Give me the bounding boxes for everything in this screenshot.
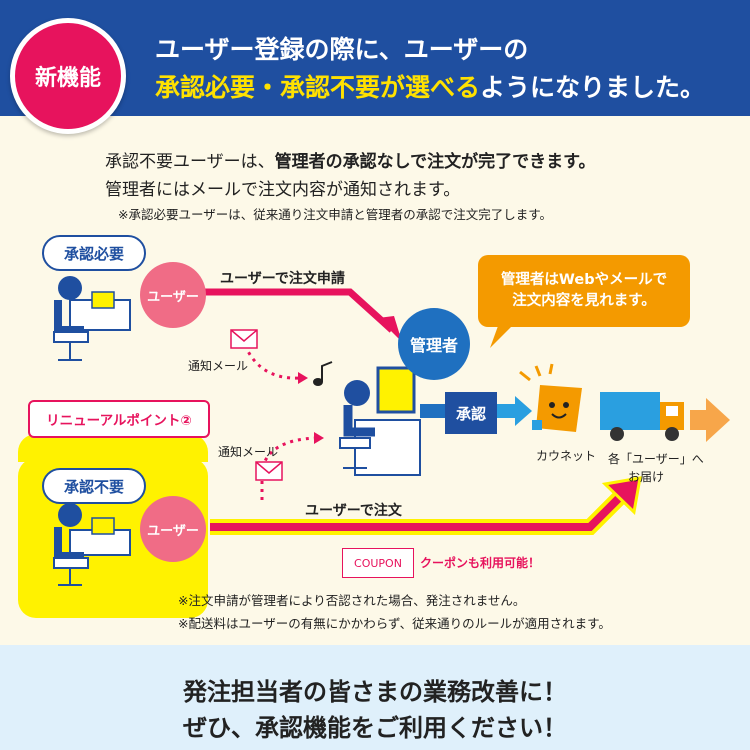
coupon-icon: COUPON — [342, 548, 414, 578]
notify-mail-label-2: 通知メール — [218, 445, 279, 459]
person-desk-icon-bottom — [53, 503, 131, 586]
intro-line1-b: 管理者の承認なしで注文が完了できます。 — [274, 152, 596, 172]
notify-dots-1-head — [298, 372, 308, 384]
approve-box: 承認 — [445, 392, 497, 434]
new-feature-badge: 新機能 — [10, 18, 126, 134]
order-arrow-outline — [210, 489, 628, 535]
intro-line1-a: 承認不要ユーザーは、 — [105, 152, 275, 172]
envelope-icon-2 — [255, 461, 283, 481]
renewal-strip — [18, 434, 208, 462]
callout-line1: 管理者はWebやメールで — [500, 271, 668, 288]
user-circle-top: ユーザー — [140, 262, 206, 328]
header-title-line2: 承認必要・承認不要が選べるようになりました。 — [155, 68, 705, 104]
footer-banner — [0, 645, 750, 750]
notify-dots-1 — [243, 344, 301, 380]
delivery-label-2: お届け — [628, 470, 665, 484]
admin-circle: 管理者 — [398, 308, 470, 380]
truck-icon — [600, 392, 684, 441]
user-circle-bottom: ユーザー — [140, 496, 206, 562]
order-arrow-head — [601, 476, 642, 516]
delivery-arrow-head — [706, 398, 730, 442]
intro-line3: ※承認必要ユーザーは、従来通り注文申請と管理者の承認で注文完了します。 — [118, 207, 552, 222]
intro-line1: 承認不要ユーザーは、管理者の承認なしで注文が完了できます。 — [105, 147, 595, 172]
notify-mail-label-1: 通知メール — [188, 359, 249, 373]
notify-dots-2-head — [314, 432, 324, 444]
callout-line2: 注文内容を見れます。 — [512, 293, 656, 309]
delivery-label-1: 各「ユーザー」へ — [608, 452, 704, 466]
order-label: ユーザーで注文 — [305, 503, 402, 519]
kaunet-label: カウネット — [536, 449, 597, 463]
approval-not-required-label: 承認不要 — [42, 468, 146, 504]
note-1: ※注文申請が管理者により否認された場合、発注されません。 — [178, 593, 526, 608]
order-request-label: ユーザーで注文申請 — [220, 271, 345, 287]
admin-callout: 管理者はWebやメールで 注文内容を見れます。 — [478, 255, 690, 327]
kaunet-mascot-icon — [519, 363, 582, 432]
header-highlight: 承認必要・承認不要が選べる — [155, 73, 481, 102]
order-request-arrow-head — [378, 316, 402, 342]
order-request-arrow — [205, 288, 395, 333]
music-note-icon — [313, 361, 333, 386]
order-arrow — [210, 494, 623, 531]
delivery-arrow-body — [690, 410, 708, 430]
callout-tail — [490, 326, 512, 348]
note-2: ※配送料はユーザーの有無にかかわらず、従来通りのルールが適用されます。 — [178, 616, 611, 631]
approve-arrow-right — [497, 404, 517, 418]
footer-line1: 発注担当者の皆さまの業務改善に！ — [183, 678, 567, 706]
footer-line2: ぜひ、承認機能をご利用ください！ — [183, 714, 567, 742]
renewal-point-label: リニューアルポイント② — [28, 400, 210, 438]
admin-computer-icon — [339, 366, 421, 476]
header-title-line1: ユーザー登録の際に、ユーザーの — [155, 35, 529, 64]
person-desk-icon-top — [53, 276, 131, 361]
approve-arrow-left — [420, 404, 448, 418]
approve-arrow-head — [515, 396, 532, 426]
header-banner — [0, 0, 750, 116]
approval-required-label: 承認必要 — [42, 235, 146, 271]
envelope-icon-1 — [230, 329, 258, 349]
intro-line2: 管理者にはメールで注文内容が通知されます。 — [105, 180, 461, 200]
header-rest: ようになりました。 — [480, 73, 706, 102]
coupon-text: クーポンも利用可能！ — [420, 556, 541, 570]
